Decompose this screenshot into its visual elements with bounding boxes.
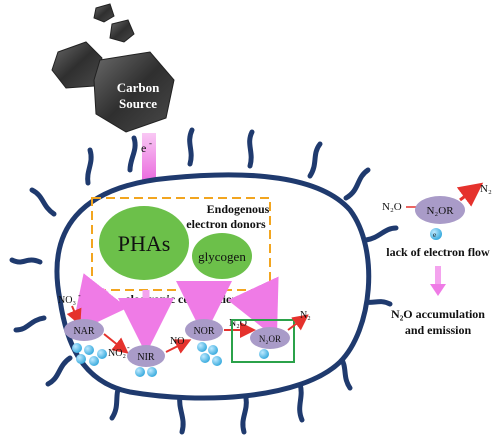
right-down-arrow-head (430, 284, 446, 296)
phas-blob (99, 206, 189, 280)
nir-label: NIR (137, 352, 155, 363)
n2or-highlight-box (231, 319, 295, 363)
n2-label: N₂ (300, 310, 311, 321)
nor-enzyme (185, 319, 223, 341)
nar-label: NAR (73, 326, 94, 337)
n2or-enzyme (250, 327, 290, 349)
n2or-electron (259, 349, 269, 359)
electron-label: e (141, 141, 146, 155)
no-label: NO (170, 336, 184, 347)
right-n2-label: N₂ (480, 183, 492, 195)
right-n2or-enzyme (415, 196, 465, 224)
glycogen-blob (192, 233, 252, 279)
nar-electrons (72, 343, 107, 366)
electronic-competition-label: electronic competition (125, 292, 239, 306)
endogenous-label-1: Endogenous (207, 202, 270, 216)
no2-label: NO₂ (108, 348, 126, 359)
no2-label-sup: - (127, 343, 130, 352)
carbon-source-label-1: Carbon (117, 80, 160, 95)
result-label-1: N₂O accumulation (391, 307, 485, 321)
right-n2-arrow (456, 182, 484, 207)
lack-of-electron-flow-label: lack of electron flow (386, 245, 490, 259)
no3-arrow (66, 305, 82, 326)
nar-to-no2-arrow (103, 333, 129, 354)
nir-to-no-arrow (165, 339, 192, 354)
no3-label: NO₃ (58, 295, 76, 306)
right-n2or-label: N₂OR (426, 205, 454, 217)
right-electron-label: e (433, 231, 436, 239)
no3-label-sup: - (78, 291, 81, 300)
phas-label: PHAs (118, 231, 171, 256)
nir-electrons (135, 367, 157, 377)
carbon-source-label-2: Source (119, 96, 157, 111)
electron-branches (71, 273, 279, 354)
glycogen-label: glycogen (198, 249, 246, 264)
carbon-source-rocks (51, 3, 175, 133)
right-electron (430, 228, 442, 240)
result-label-2: and emission (405, 323, 472, 337)
right-n2o-label: N₂O (382, 201, 402, 213)
nar-enzyme (64, 319, 104, 341)
right-panel: N₂O N₂OR N₂ e lack of electron flow N₂O … (382, 182, 492, 337)
nor-electrons (197, 342, 222, 366)
n2o-label: N₂O (229, 318, 247, 329)
nor-label: NOR (193, 326, 214, 337)
electron-label-sup: - (149, 138, 152, 148)
nir-enzyme (127, 345, 165, 367)
n2or-label: N₂OR (259, 334, 281, 344)
endogenous-label-2: electron donors (186, 217, 266, 231)
n2or-to-n2-arrow (287, 314, 309, 331)
